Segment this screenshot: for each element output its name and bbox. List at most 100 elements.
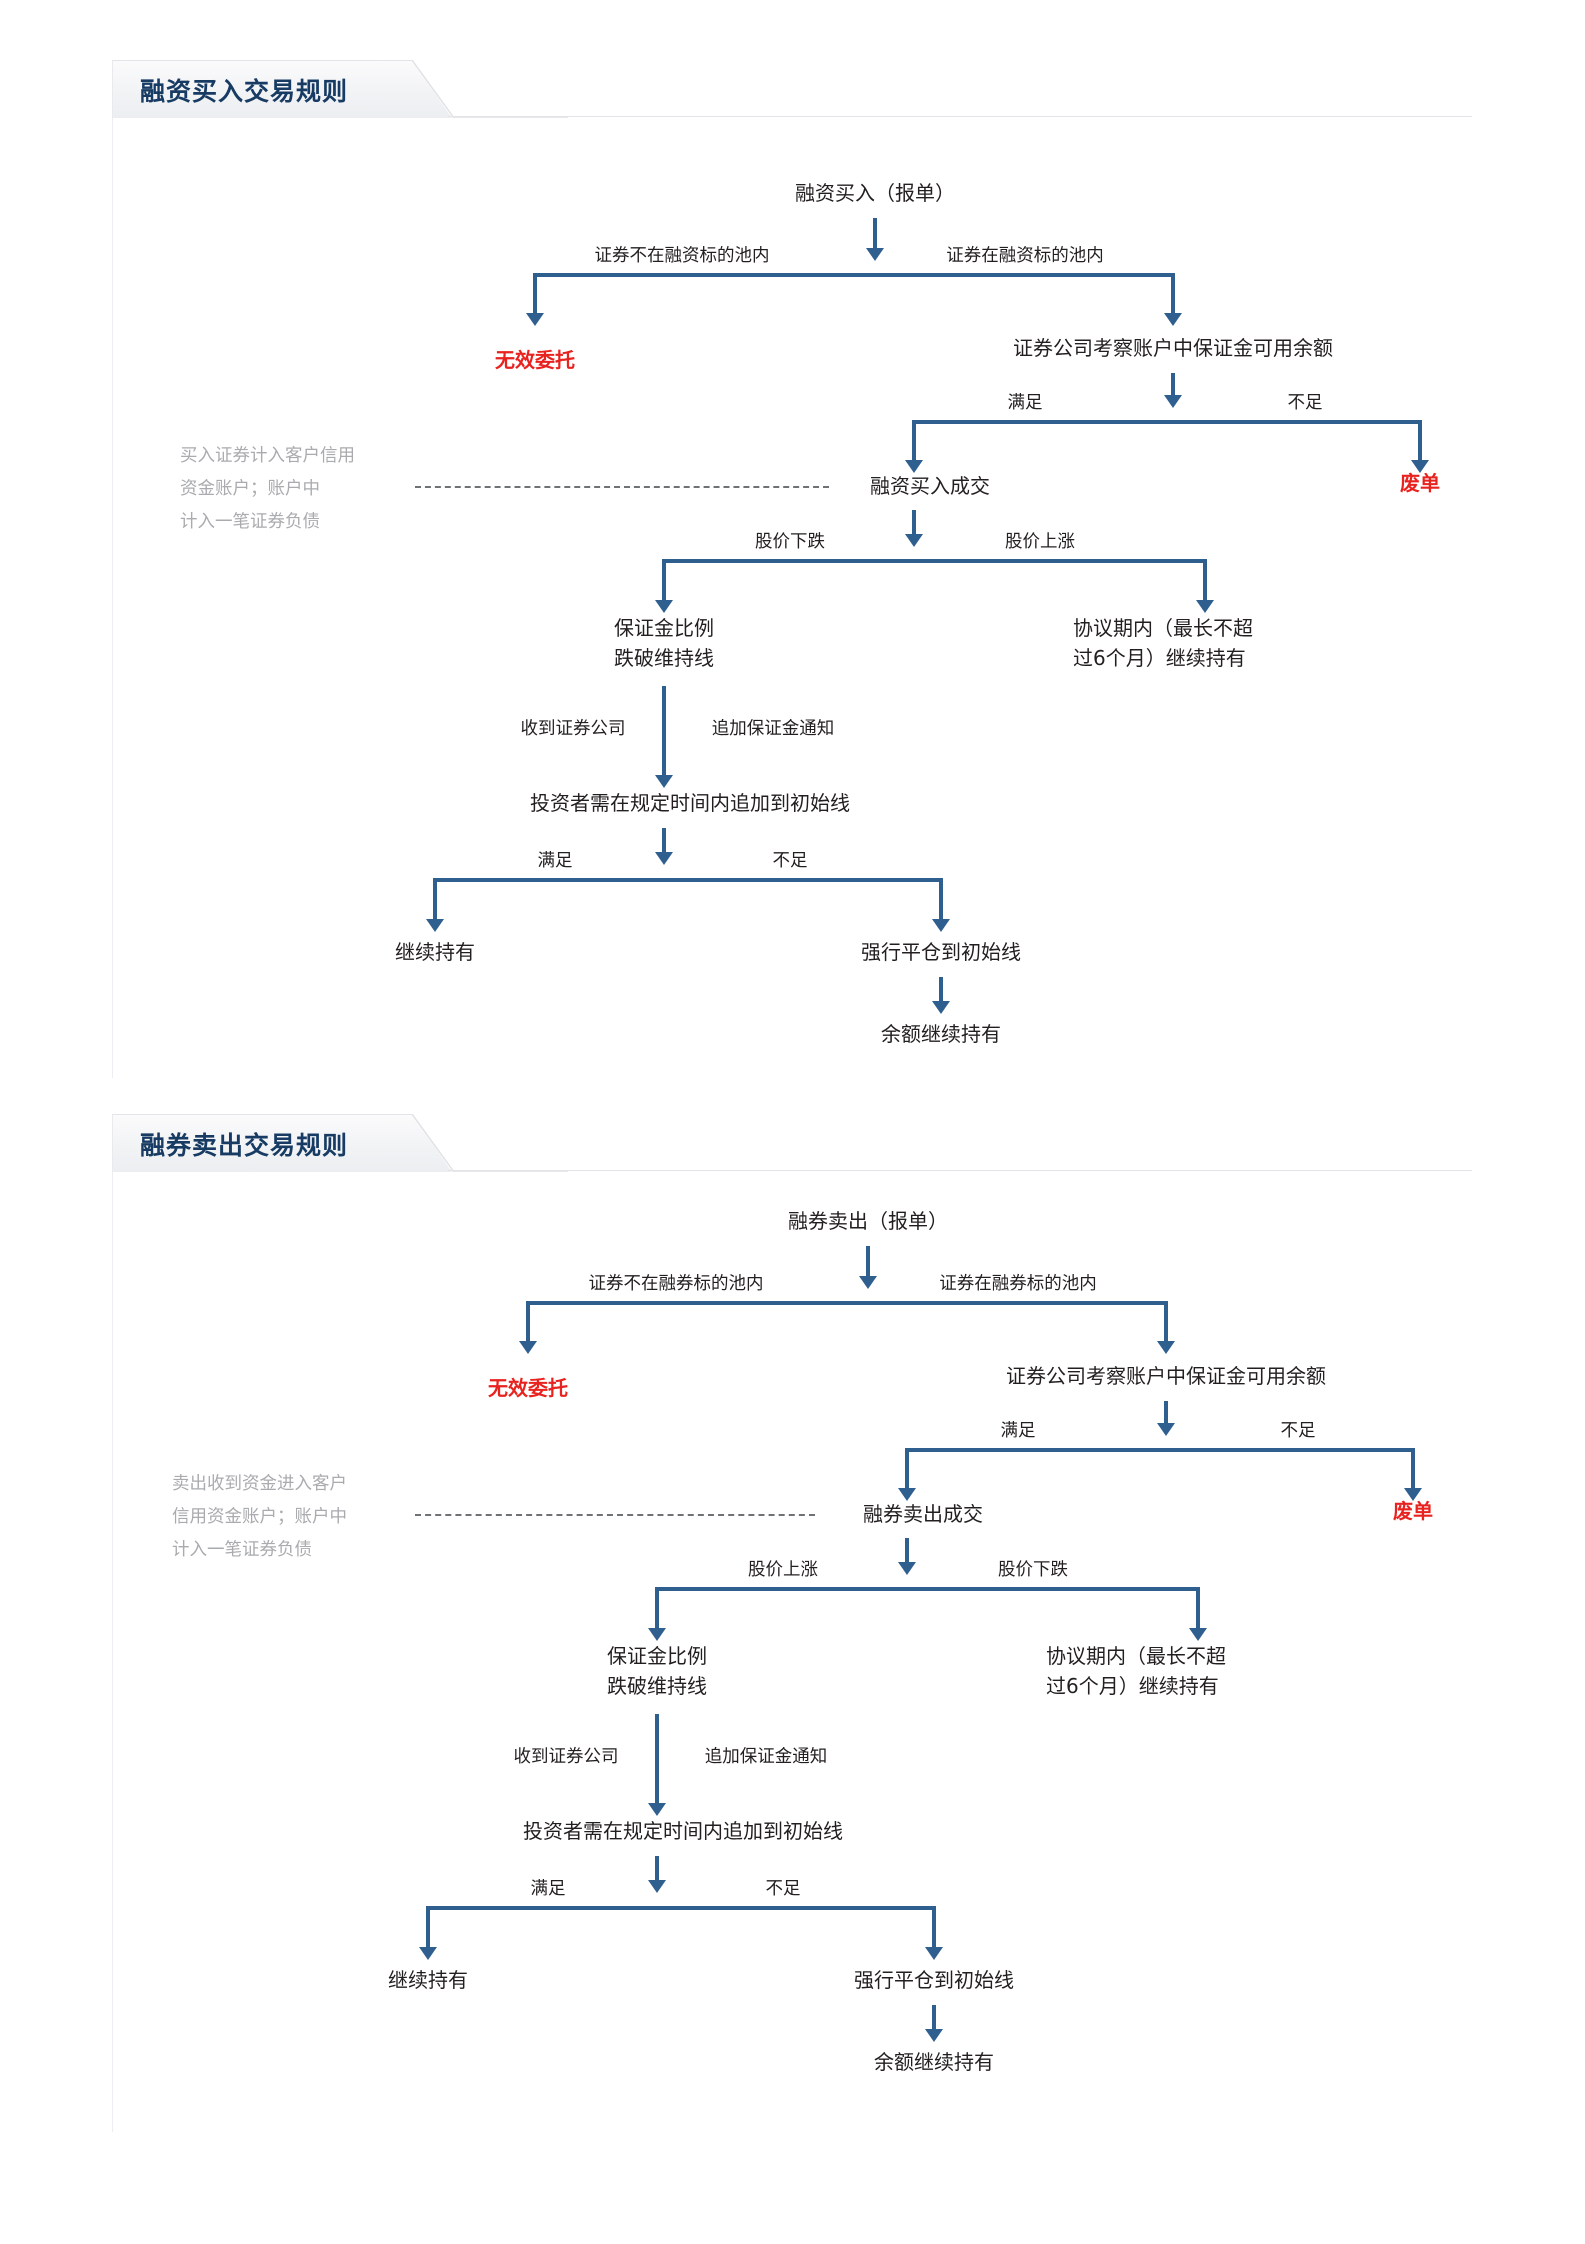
node-below-maintenance-line1-1: 保证金比例 (614, 616, 714, 640)
node-rejected-order-1: 废单 (1400, 471, 1440, 495)
edge-label-sufficient-2: 满足 (1000, 1421, 1036, 1441)
connector-force-stem-1 (939, 977, 943, 1003)
section-title-short-sell: 融券卖出交易规则 (140, 1131, 349, 1160)
edge-label-in-pool-2: 证券在融券标的池内 (939, 1274, 1097, 1294)
node-invalid-order-1: 无效委托 (495, 348, 575, 372)
note-line2-2: 信用资金账户；账户中 (172, 1507, 347, 1527)
connector-left-drop-2 (526, 1301, 530, 1343)
node-below-maintenance-line1-2: 保证金比例 (607, 1644, 707, 1668)
edge-label-price-up-1: 股价上涨 (1005, 532, 1075, 552)
connector-filled-stem-2 (905, 1538, 909, 1564)
node-add-to-initial-line-1: 投资者需在规定时间内追加到初始线 (530, 791, 850, 815)
banner-slash-decoration (408, 60, 568, 118)
edge-label-not-in-pool-2: 证券不在融券标的池内 (588, 1274, 764, 1294)
connector-left-drop-1 (533, 273, 537, 315)
edge-label-insufficient-2: 不足 (1280, 1421, 1316, 1441)
edge-label-insufficient2-1: 不足 (772, 851, 808, 871)
banner-background-2 (112, 1114, 452, 1172)
connector-force-drop-1 (939, 878, 943, 922)
node-start-2: 融券卖出（报单） (788, 1209, 948, 1233)
node-invalid-order-2: 无效委托 (488, 1376, 568, 1400)
arrow-to-belowline-2 (648, 1628, 666, 1641)
node-hold-term-line1-1: 协议期内（最长不超 (1073, 616, 1253, 640)
arrow-to-invalid-2 (519, 1341, 537, 1354)
node-hold-term-line1-2: 协议期内（最长不超 (1046, 1644, 1226, 1668)
edge-label-price-down-2: 股价下跌 (998, 1560, 1068, 1580)
node-filled-2: 融券卖出成交 (863, 1502, 983, 1526)
arrow-to-balance-1 (932, 1001, 950, 1014)
connector-add-bar-2 (426, 1906, 936, 1910)
connector-branch-bar-1 (533, 273, 1175, 277)
node-check-margin-2: 证券公司考察账户中保证金可用余额 (1006, 1364, 1326, 1388)
edge-label-add-margin-notice-1: 追加保证金通知 (711, 719, 835, 739)
connector-force-stem-2 (932, 2005, 936, 2031)
note-line1-2: 卖出收到资金进入客户 (172, 1474, 347, 1494)
arrow-to-keep-1 (426, 919, 444, 932)
connector-note-dashed-2 (415, 1514, 815, 1516)
banner-background (112, 60, 452, 118)
arrow-to-rejected-1 (1411, 460, 1429, 473)
node-force-close-1: 强行平仓到初始线 (861, 940, 1021, 964)
arrow-to-check-2 (1157, 1341, 1175, 1354)
note-line2-1: 资金账户；账户中 (180, 479, 320, 499)
node-hold-term-line2-1: 过6个月）继续持有 (1073, 646, 1246, 670)
arrow-to-holdterm-1 (1196, 600, 1214, 613)
section-left-border-2 (112, 1172, 113, 2132)
arrow-add-down-1 (655, 852, 673, 865)
node-hold-term-line2-2: 过6个月）继续持有 (1046, 1674, 1219, 1698)
edge-label-sufficient-1: 满足 (1007, 393, 1043, 413)
section-left-border-1 (112, 118, 113, 1078)
connector-start-stem-1 (873, 218, 877, 250)
connector-check-stem-1 (1171, 373, 1175, 397)
node-start-1: 融资买入（报单） (795, 181, 955, 205)
arrow-filled-down-1 (905, 534, 923, 547)
node-keep-holding-2: 继续持有 (388, 1968, 468, 1992)
connector-keep-drop-2 (426, 1906, 430, 1950)
connector-rejected-drop-1 (1418, 420, 1422, 462)
connector-start-stem-2 (866, 1246, 870, 1278)
edge-label-insufficient2-2: 不足 (765, 1879, 801, 1899)
arrow-to-force-1 (932, 919, 950, 932)
connector-belowline-drop-1 (662, 559, 666, 603)
banner-slash-decoration-2 (408, 1114, 568, 1172)
edge-label-sufficient2-1: 满足 (537, 851, 573, 871)
section-title-margin-buy: 融资买入交易规则 (140, 77, 349, 106)
connector-holdterm-drop-1 (1203, 559, 1207, 603)
node-balance-holding-2: 余额继续持有 (874, 2050, 994, 2074)
arrow-to-rejected-2 (1404, 1488, 1422, 1501)
arrow-filled-down-2 (898, 1562, 916, 1575)
note-line3-1: 计入一笔证券负债 (180, 512, 320, 532)
connector-check-bar-1 (912, 420, 1422, 424)
connector-notify-stem-1 (662, 686, 666, 777)
connector-force-drop-2 (932, 1906, 936, 1950)
connector-keep-drop-1 (433, 878, 437, 922)
section-banner-margin-buy: 融资买入交易规则 (112, 50, 1472, 118)
note-line1-1: 买入证券计入客户信用 (180, 446, 355, 466)
node-force-close-2: 强行平仓到初始线 (854, 1968, 1014, 1992)
arrow-add-down-2 (648, 1880, 666, 1893)
section-banner-short-sell: 融券卖出交易规则 (112, 1104, 1472, 1172)
node-keep-holding-1: 继续持有 (395, 940, 475, 964)
connector-add-stem-1 (662, 828, 666, 854)
connector-belowline-drop-2 (655, 1587, 659, 1631)
arrow-check-down-2 (1157, 1423, 1175, 1436)
node-below-maintenance-line2-2: 跌破维持线 (607, 1674, 707, 1698)
connector-check-bar-2 (905, 1448, 1415, 1452)
node-add-to-initial-line-2: 投资者需在规定时间内追加到初始线 (523, 1819, 843, 1843)
arrow-to-holdterm-2 (1189, 1628, 1207, 1641)
edge-label-price-down-1: 股价下跌 (755, 532, 825, 552)
edge-label-price-up-2: 股价上涨 (748, 1560, 818, 1580)
arrow-to-belowline-1 (655, 600, 673, 613)
node-filled-1: 融资买入成交 (870, 474, 990, 498)
connector-note-dashed-1 (415, 486, 829, 488)
banner-underline (448, 116, 1472, 117)
arrow-notify-down-2 (648, 1803, 666, 1816)
connector-filled-drop-2 (905, 1448, 909, 1490)
edge-label-insufficient-1: 不足 (1287, 393, 1323, 413)
node-check-margin-1: 证券公司考察账户中保证金可用余额 (1013, 336, 1333, 360)
arrow-to-filled-1 (905, 460, 923, 473)
node-rejected-order-2: 废单 (1393, 1499, 1433, 1523)
connector-notify-stem-2 (655, 1714, 659, 1805)
edge-label-broker-notice-1: 收到证券公司 (520, 719, 626, 739)
